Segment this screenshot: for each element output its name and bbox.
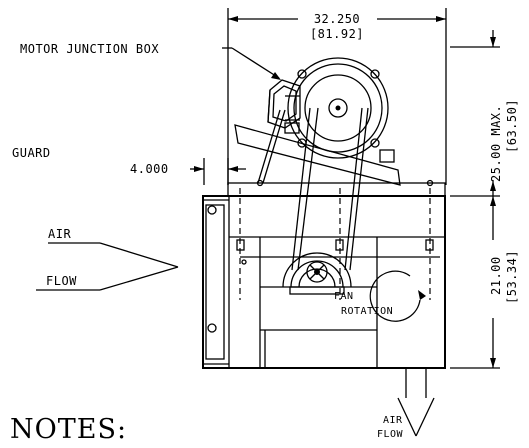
air-inlet-label: AIR	[48, 227, 71, 241]
junction-box	[267, 79, 301, 134]
motor	[285, 57, 395, 163]
flow-inlet-label: FLOW	[46, 274, 77, 288]
motor-height-dimension: 25.00 MAX. [63.50]	[450, 30, 519, 196]
width-value: 32.250	[314, 12, 360, 26]
motor-height-metric: [63.50]	[505, 99, 519, 153]
flow-outlet-label: FLOW	[377, 429, 404, 440]
air-inlet-arrow: AIR FLOW	[36, 227, 179, 291]
guard-plate	[227, 109, 446, 197]
offset-dimension: 4.000	[130, 158, 246, 185]
rotation-arrow	[369, 270, 421, 322]
offset-value: 4.000	[130, 162, 169, 176]
fan-label: FAN	[334, 291, 354, 302]
notes-heading: NOTES:	[10, 414, 127, 445]
motor-height-value: 25.00 MAX.	[489, 105, 503, 182]
fan-pulley	[282, 252, 352, 295]
junction-leader-b	[231, 47, 280, 79]
motor-junction-box-label: MOTOR JUNCTION BOX	[20, 42, 159, 56]
guard-label: GUARD	[12, 146, 51, 160]
body-height-dimension: 21.00 [53.34]	[450, 195, 519, 369]
air-outlet-label: AIR	[383, 415, 403, 426]
body-height-value: 21.00	[489, 256, 503, 295]
belt-drive	[291, 107, 369, 271]
cabinet	[202, 188, 446, 369]
air-outlet-arrow: AIR FLOW	[377, 368, 435, 440]
rotation-label: ROTATION	[341, 306, 393, 317]
width-metric: [81.92]	[310, 27, 364, 41]
width-dimension: 32.250 [81.92]	[227, 8, 447, 185]
body-height-metric: [53.34]	[505, 250, 519, 304]
